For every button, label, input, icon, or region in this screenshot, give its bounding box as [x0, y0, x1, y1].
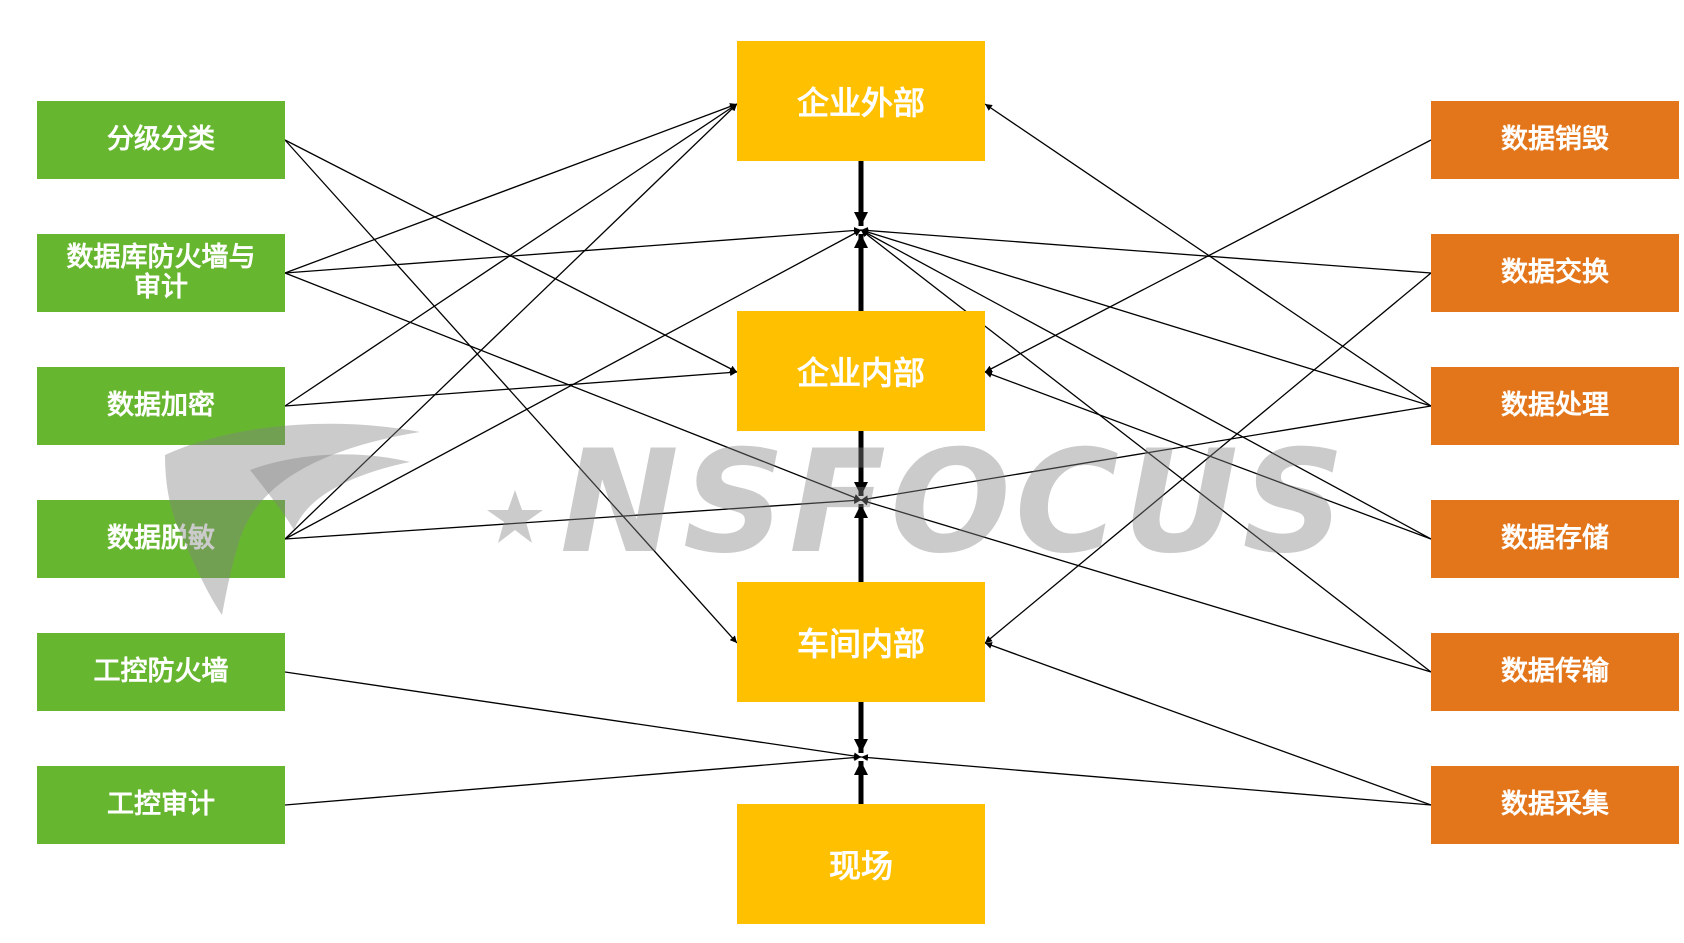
measure-database-firewall-audit-label-line2: 审计	[134, 272, 188, 303]
connection-line-r4-int	[984, 371, 1432, 540]
connection-line-l1-work	[284, 139, 738, 644]
level-enterprise-external: 企业外部	[737, 41, 985, 161]
measure-ics-firewall-label: 工控防火墙	[93, 656, 229, 687]
measure-ics-audit-label: 工控审计	[107, 789, 215, 820]
stage-data-transmission: 数据传输	[1431, 633, 1679, 711]
stage-data-destruction: 数据销毁	[1431, 101, 1679, 179]
stage-data-destruction-label: 数据销毁	[1501, 124, 1609, 155]
connection-line-l2-link-ext-int	[284, 227, 862, 274]
level-site: 现场	[737, 804, 985, 924]
stage-data-processing-label: 数据处理	[1501, 390, 1609, 421]
measure-data-masking-label: 数据脱敏	[107, 523, 215, 554]
connection-line-r2-link-ext-int	[860, 227, 1432, 274]
stage-data-exchange-label: 数据交换	[1501, 257, 1609, 288]
stage-data-storage: 数据存储	[1431, 500, 1679, 578]
measure-ics-firewall: 工控防火墙	[37, 633, 285, 711]
connection-line-l2-ext	[284, 103, 738, 274]
connection-line-r3-ext	[984, 103, 1432, 407]
stage-data-transmission-label: 数据传输	[1501, 656, 1609, 687]
measure-data-encryption: 数据加密	[37, 367, 285, 445]
connection-line-r3-link-int-work	[860, 405, 1432, 503]
measure-data-encryption-label: 数据加密	[107, 390, 215, 421]
connection-line-r6-link-work-site	[860, 754, 1432, 806]
stage-data-exchange: 数据交换	[1431, 234, 1679, 312]
measure-database-firewall-audit-label-line1: 数据库防火墙与	[66, 242, 256, 273]
connection-line-r4-link-ext-int	[860, 229, 1432, 540]
stage-data-processing: 数据处理	[1431, 367, 1679, 445]
measure-data-masking: 数据脱敏	[37, 500, 285, 578]
level-enterprise-external-label: 企业外部	[796, 84, 925, 122]
connection-line-l4-link-int-work	[284, 496, 862, 540]
level-site-label: 现场	[828, 847, 893, 885]
stage-data-collection: 数据采集	[1431, 766, 1679, 844]
connection-line-r2-work	[984, 272, 1432, 644]
measure-ics-audit: 工控审计	[37, 766, 285, 844]
connection-line-l4-ext	[284, 103, 738, 540]
stage-data-storage-label: 数据存储	[1501, 523, 1609, 554]
connection-line-l3-int	[284, 369, 738, 407]
level-enterprise-internal-label: 企业内部	[796, 354, 925, 392]
level-workshop-internal: 车间内部	[737, 582, 985, 702]
connection-line-l4-link-ext-int	[284, 229, 862, 540]
measure-classification: 分级分类	[37, 101, 285, 179]
measure-database-firewall-audit: 数据库防火墙与 审计	[37, 234, 285, 312]
connection-line-r5-link-int-work	[860, 498, 1432, 673]
connection-line-l3-ext	[284, 103, 738, 407]
measure-classification-label: 分级分类	[107, 124, 215, 155]
connection-line-l6-link-work-site	[284, 754, 862, 806]
stage-data-collection-label: 数据采集	[1501, 789, 1609, 820]
connection-line-r5-link-ext-int	[860, 229, 1432, 673]
connection-line-l2-link-int-work	[284, 272, 862, 501]
level-enterprise-internal: 企业内部	[737, 311, 985, 431]
level-workshop-internal-label: 车间内部	[796, 625, 925, 663]
connection-line-r3-link-ext-int	[860, 228, 1432, 407]
connection-line-r6-work	[984, 642, 1432, 806]
connection-line-l5-link-work-site	[284, 671, 862, 760]
